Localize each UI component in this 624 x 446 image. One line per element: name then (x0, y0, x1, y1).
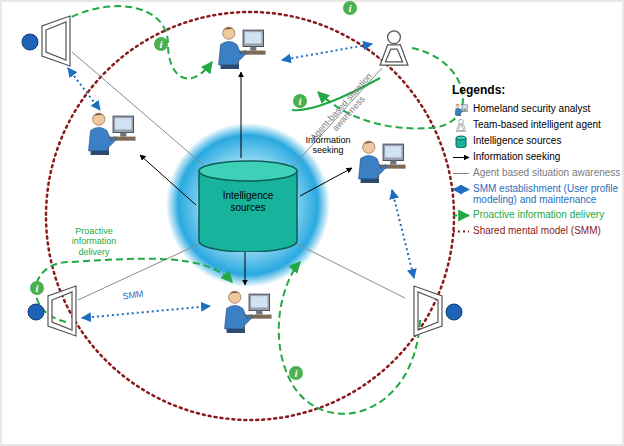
legend-sample (452, 103, 470, 116)
legend-row: Agent based situation awareness (452, 167, 624, 180)
legend-text: Team-based intelligent agent (473, 119, 601, 131)
node-text-wrap: Intelligence sources (198, 160, 298, 223)
info-badge: i (293, 94, 307, 108)
legend-sample (452, 135, 470, 148)
smm-arrows (68, 44, 414, 318)
info-badge: i (30, 281, 44, 295)
legend-heading: Legends: (452, 84, 624, 98)
delivery-label: Proactive information delivery (58, 226, 130, 257)
legend-sample (452, 119, 470, 132)
info-badge: i (289, 366, 303, 380)
seeking-arrows (140, 72, 352, 285)
legend-row: Proactive information delivery (452, 209, 624, 222)
legend-row: Team-based intelligent agent (452, 119, 624, 132)
legend-sample (452, 225, 470, 238)
legend-text: Proactive information delivery (473, 209, 604, 221)
legend-row: Homeland security analyst (452, 103, 624, 116)
legend-row: Information seeking (452, 151, 624, 164)
smm-circle (46, 12, 454, 420)
legend-text: Intelligence sources (473, 135, 561, 147)
legend-text: Shared mental model (SMM) (473, 225, 601, 237)
legend-sample (452, 209, 470, 222)
analyst-icons (89, 27, 406, 333)
legend-text: Agent based situation awareness (473, 167, 620, 179)
awareness-lines (72, 52, 405, 300)
delivery-curves (36, 6, 463, 414)
legend-text: Information seeking (473, 151, 560, 163)
legend-text: Homeland security analyst (473, 103, 590, 115)
legend: Legends: Homeland security analystTeam-ba… (452, 84, 624, 241)
legend-sample (452, 151, 470, 164)
agent-icons (22, 16, 462, 336)
info-badge: i (154, 37, 168, 51)
legend-row: SMM establishment (User profile modeling… (452, 183, 624, 206)
legend-row: Shared mental model (SMM) (452, 225, 624, 238)
legend-sample (452, 183, 470, 196)
node-label: Intelligence sources (206, 190, 290, 213)
legend-text: SMM establishment (User profile modeling… (473, 183, 624, 206)
intelligence-cylinder: Intelligence sources (198, 160, 298, 252)
legend-row: Intelligence sources (452, 135, 624, 148)
legend-sample (452, 167, 470, 180)
smm-label: SMM (117, 288, 148, 302)
info-badge: i (343, 1, 357, 15)
